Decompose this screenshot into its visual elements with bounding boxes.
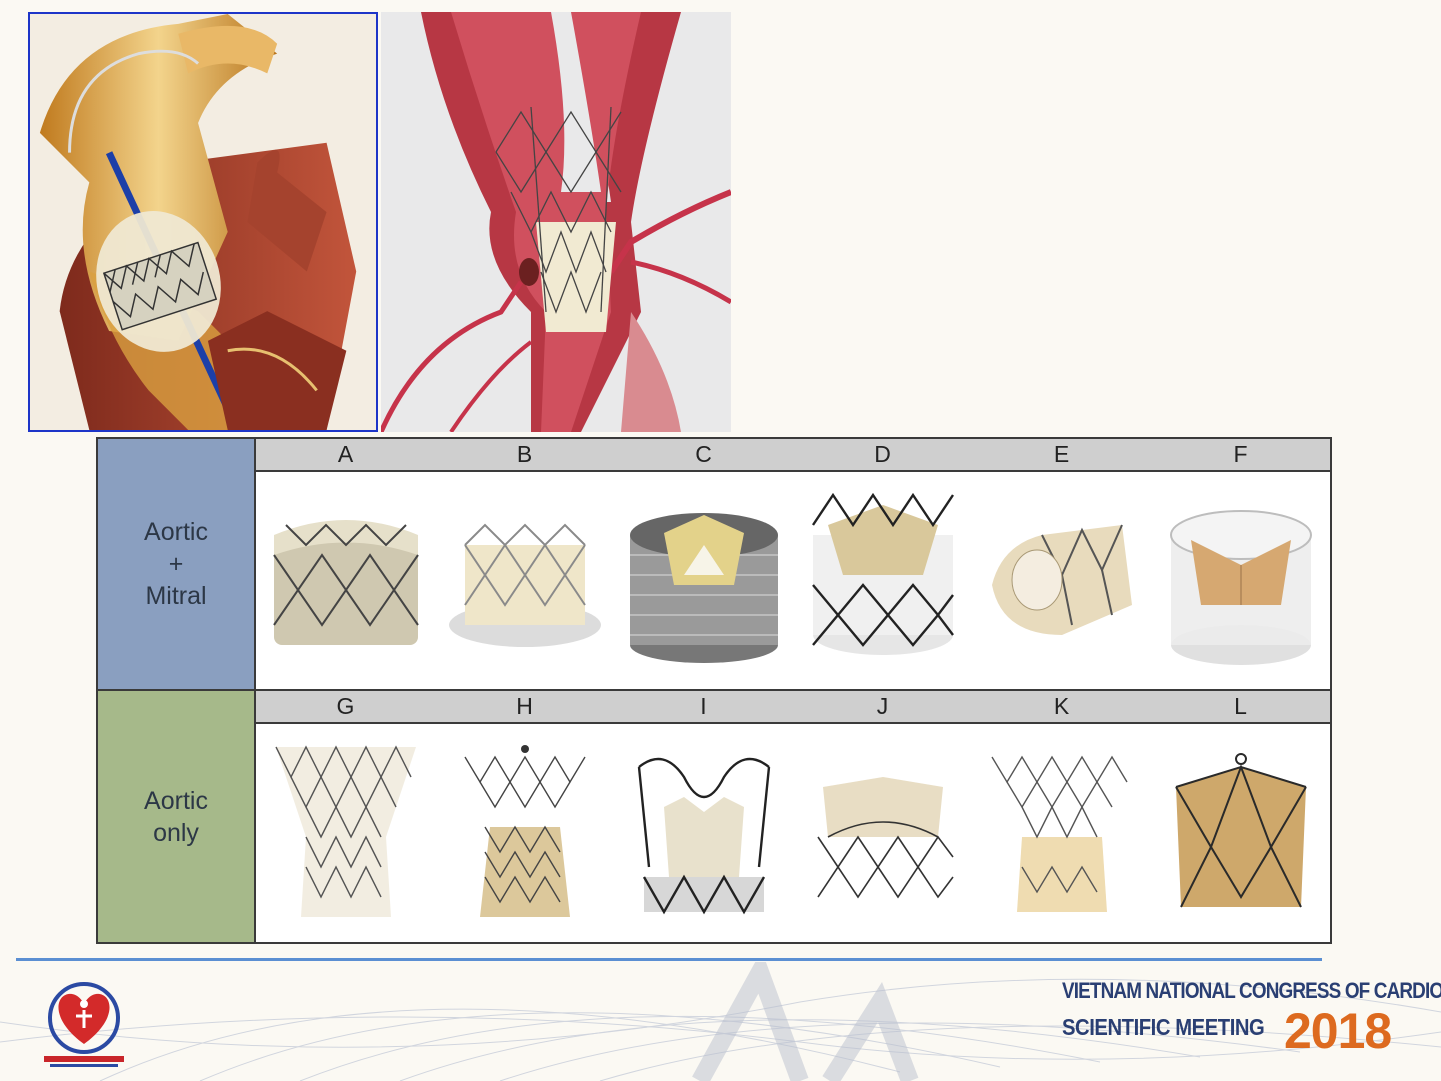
valve-images-row-1 xyxy=(256,474,1330,686)
association-logo xyxy=(38,978,130,1070)
heart-valve-balloon-illustration xyxy=(28,12,378,432)
valve-image-a xyxy=(256,474,435,686)
row-label-aortic-only: Aortic only xyxy=(98,691,256,942)
valve-image-h xyxy=(435,726,614,938)
congress-year: 2018 xyxy=(1284,1006,1391,1056)
valve-image-k xyxy=(972,726,1151,938)
self-expanding-valve-illustration xyxy=(381,12,731,432)
column-header-row-1: A B C D E F xyxy=(256,439,1330,472)
row-label-aortic-mitral: Aortic + Mitral xyxy=(98,439,256,689)
footer-divider xyxy=(16,958,1322,961)
column-label: F xyxy=(1151,439,1330,470)
valve-image-j xyxy=(793,726,972,938)
congress-title: VIETNAM NATIONAL CONGRESS OF CARDIOLOGY xyxy=(1062,978,1372,1004)
valve-image-e xyxy=(972,474,1151,686)
column-label: A xyxy=(256,439,435,470)
column-label: E xyxy=(972,439,1151,470)
valve-image-i xyxy=(614,726,793,938)
valve-image-c xyxy=(614,474,793,686)
column-label: G xyxy=(256,691,435,722)
congress-subtitle: SCIENTIFIC MEETING xyxy=(1062,1014,1264,1041)
valve-image-l xyxy=(1151,726,1330,938)
column-header-row-2: G H I J K L xyxy=(256,691,1330,724)
column-label: C xyxy=(614,439,793,470)
column-label: L xyxy=(1151,691,1330,722)
column-label: H xyxy=(435,691,614,722)
valve-image-g xyxy=(256,726,435,938)
column-label: D xyxy=(793,439,972,470)
column-label: K xyxy=(972,691,1151,722)
valve-image-d xyxy=(793,474,972,686)
valve-images-row-2 xyxy=(256,726,1330,938)
column-label: I xyxy=(614,691,793,722)
column-label: B xyxy=(435,439,614,470)
valve-comparison-table: Aortic + Mitral Aortic only A B C D E F xyxy=(96,437,1332,944)
column-label: J xyxy=(793,691,972,722)
valve-image-f xyxy=(1151,474,1330,686)
valve-image-b xyxy=(435,474,614,686)
